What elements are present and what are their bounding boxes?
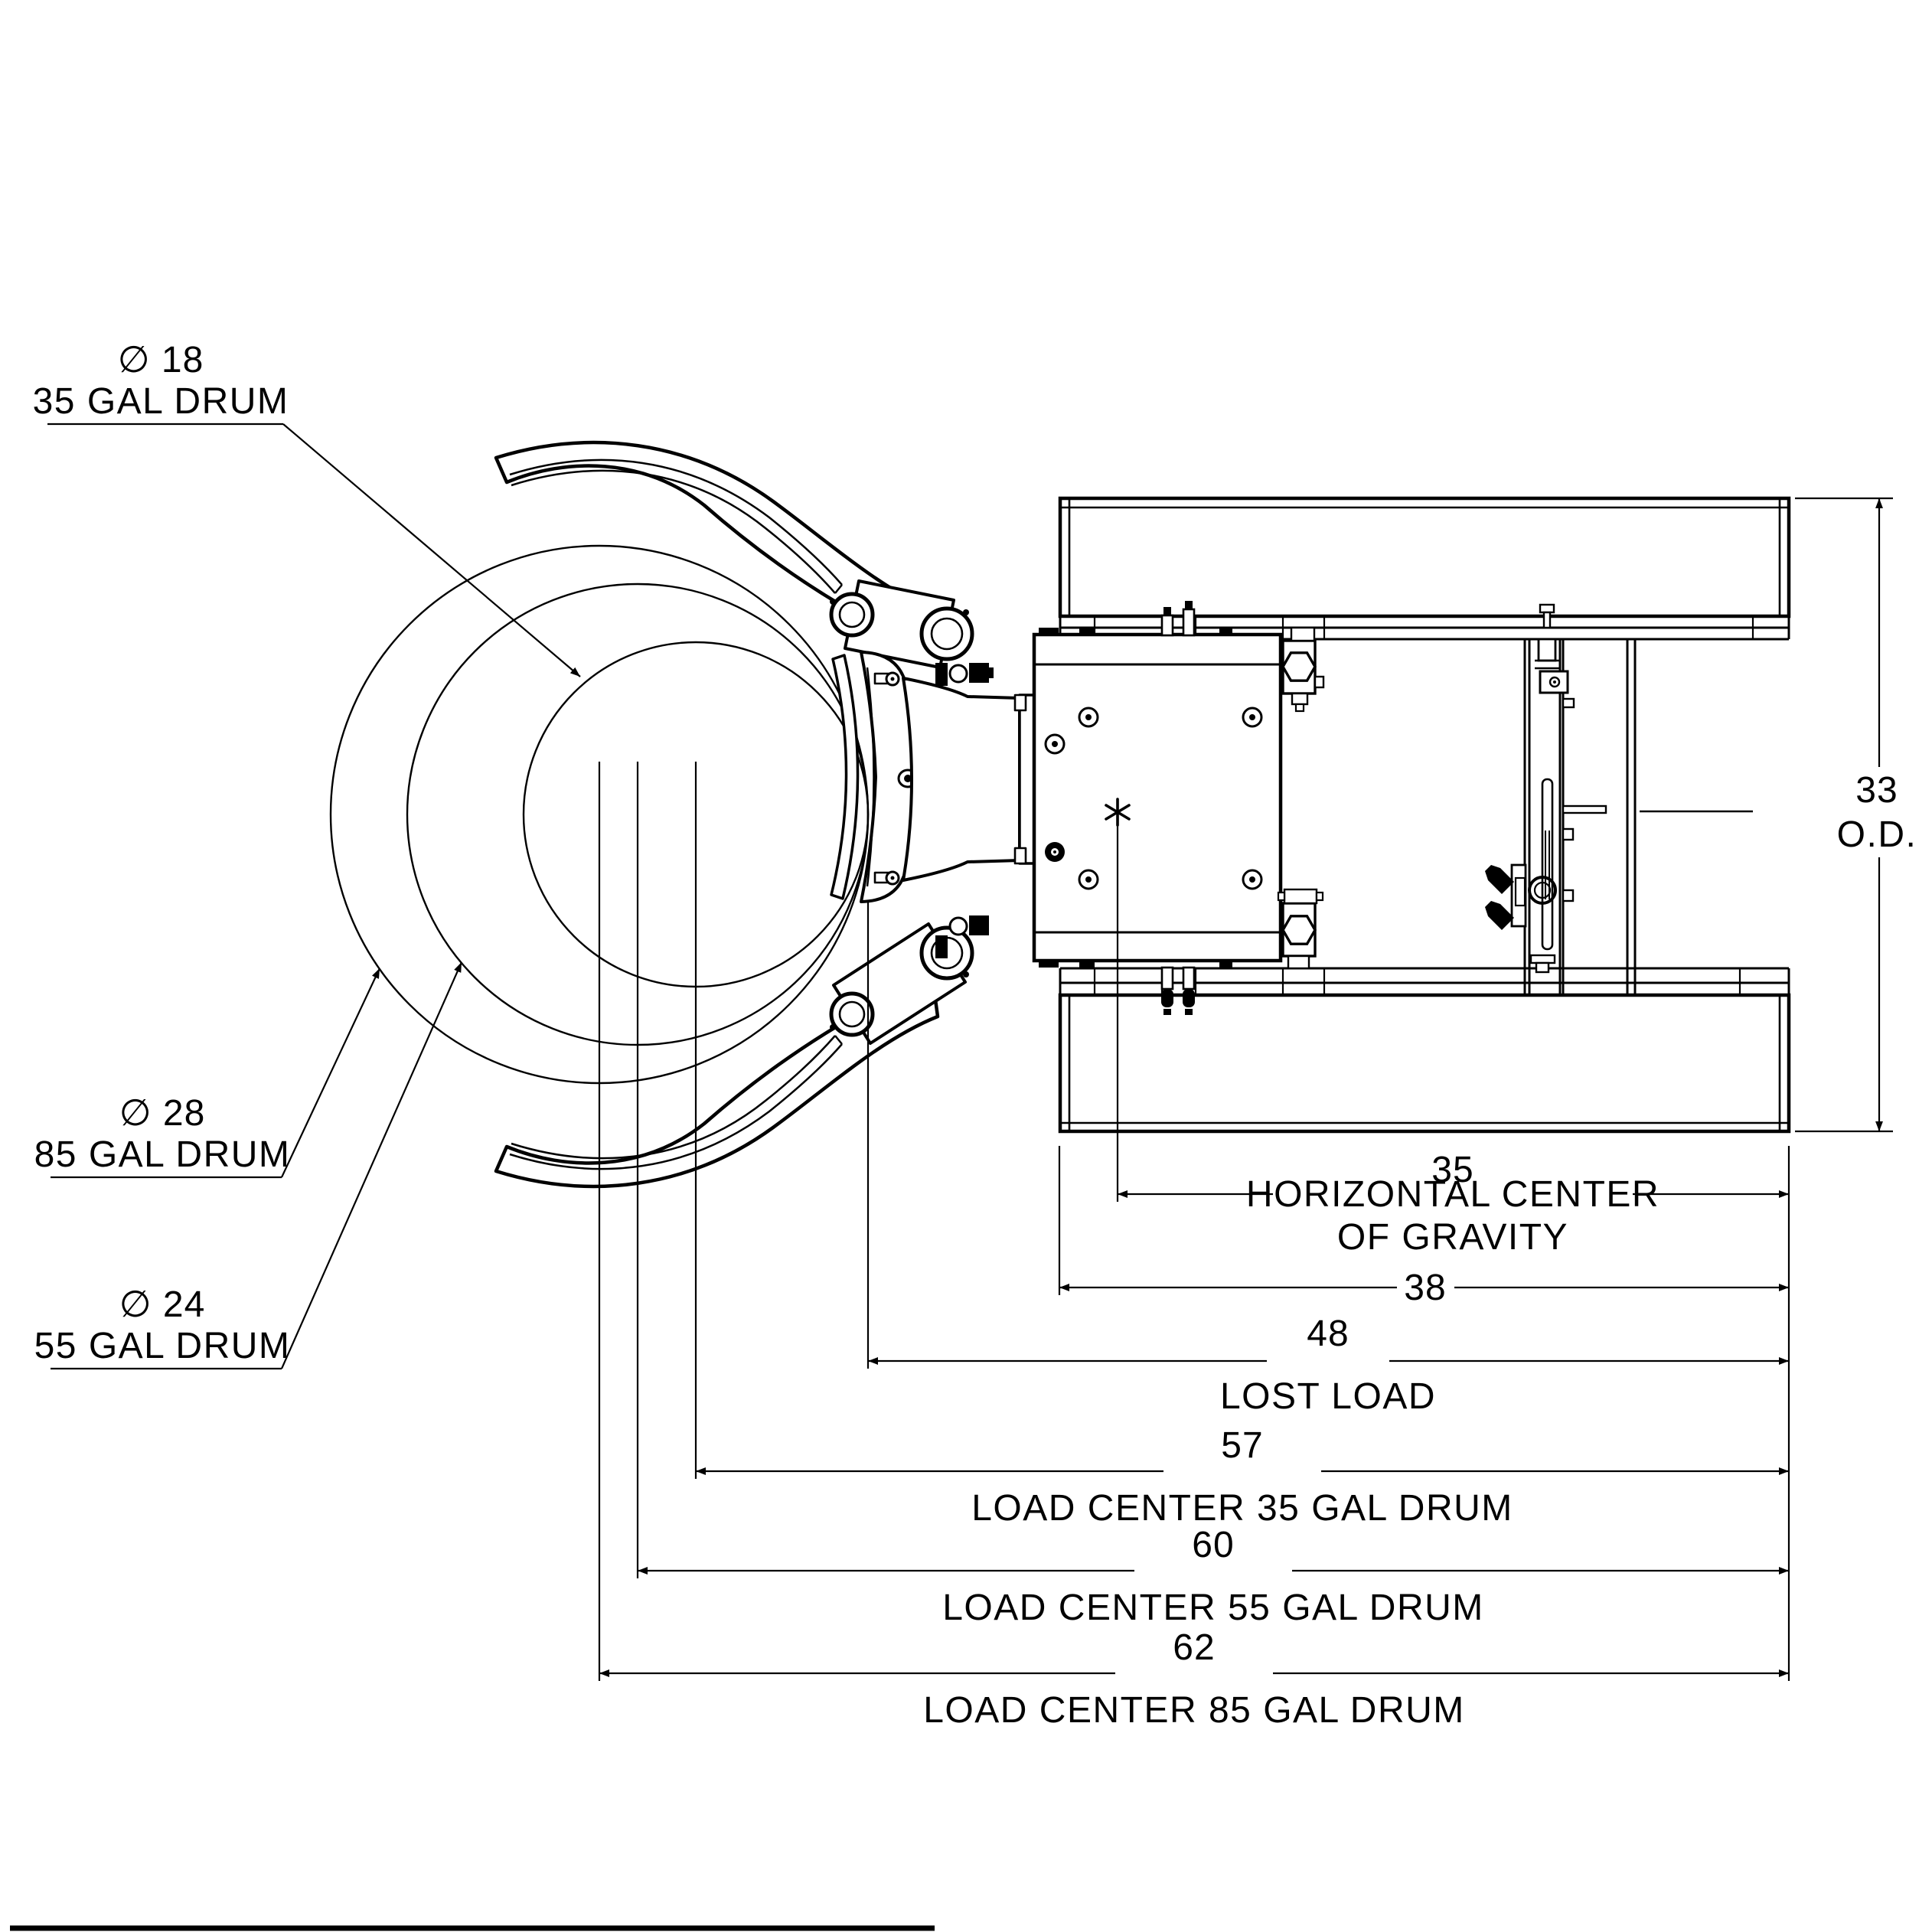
dim-57-label: LOAD CENTER 35 GAL DRUM [971,1488,1513,1529]
dim-35-value: 35 [1431,1150,1473,1190]
clamp-housing [902,677,1021,882]
housing-fittings [935,663,994,958]
mounting-feet [1039,628,1232,968]
leader-24 [51,961,463,1370]
top-arm-relief-line [509,459,843,586]
dim-35-label2: OF GRAVITY [1337,1217,1568,1258]
mast-plate [1562,639,1753,995]
callout-28-label: 85 GAL DRUM [34,1134,291,1175]
dim-48-value: 48 [1307,1314,1349,1354]
leader-28 [51,968,380,1179]
clamp-assembly [494,440,1036,1189]
callout-18-label: 35 GAL DRUM [33,381,289,422]
dim-62-value: 62 [1173,1627,1215,1668]
bottom-rail [1059,967,1790,995]
dim-60-value: 60 [1192,1525,1234,1565]
callout-24-label: 55 GAL DRUM [34,1326,291,1366]
hose-fitting-icon [1485,901,1514,930]
leader-18 [47,423,581,677]
dim-od-label: O.D. [1837,814,1917,855]
hex-bolt-bottom [1277,888,1324,970]
pad-face-strip [830,654,860,900]
annotation-text: ∅ 18 35 GAL DRUM ∅ 28 85 GAL DRUM ∅ 24 5… [33,340,1917,1731]
dim-60-label: LOAD CENTER 55 GAL DRUM [942,1588,1484,1628]
hook-ring [1528,876,1557,905]
callout-24-diameter: ∅ 24 [119,1284,206,1325]
dim-od-value: 33 [1855,770,1898,811]
pad-inner-arc [866,667,875,887]
callout-28-diameter: ∅ 28 [119,1093,206,1134]
dim-62-label: LOAD CENTER 85 GAL DRUM [923,1690,1465,1731]
pivot-rings [829,592,974,1037]
pad-pins [873,671,900,886]
top-fork-bar [1058,496,1791,618]
top-arm-relief-line-2 [511,469,836,594]
hose-fittings [1160,601,1196,1015]
mast-channel [1485,603,1575,995]
clamp-body-box [1032,601,1325,1015]
bolt-holes [1044,707,1263,890]
cg-asterisk-icon [1105,798,1131,827]
cylinder-slot [1541,778,1554,951]
dim-33-od [1795,497,1893,1133]
bottom-fork-bar [1058,993,1791,1134]
hex-bolt-top [1281,626,1325,713]
dim-48-label: LOST LOAD [1220,1376,1436,1417]
hose-fitting-icon [1485,865,1514,894]
dim-38-value: 38 [1404,1268,1446,1308]
bottom-arm-relief-line-2 [511,1035,836,1160]
dim-57-value: 57 [1221,1425,1263,1466]
dimensions [47,423,1893,1681]
bottom-arm-relief-line [509,1043,843,1170]
dim-35-label1: HORIZONTAL CENTER [1246,1174,1659,1215]
callout-18-diameter: ∅ 18 [118,340,204,380]
